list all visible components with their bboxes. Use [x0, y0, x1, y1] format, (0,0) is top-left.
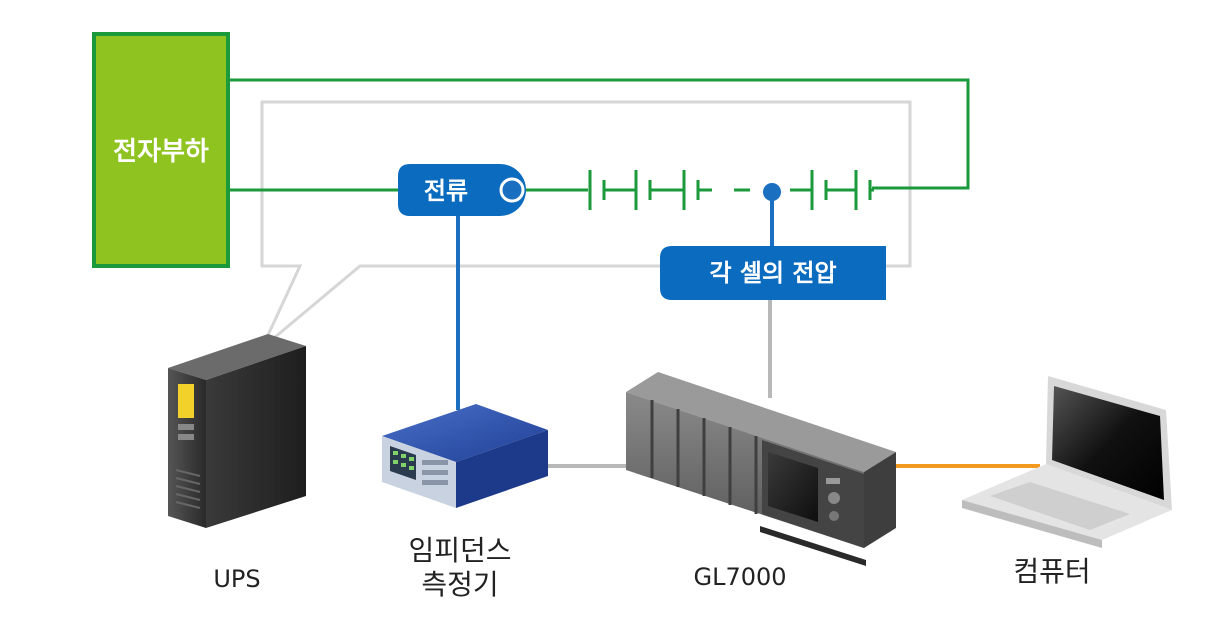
cell-voltage-label-box — [660, 246, 886, 300]
current-label: 전류 — [424, 177, 468, 205]
laptop-icon — [962, 376, 1172, 548]
impedance-meter-icon — [382, 404, 548, 508]
computer-label: 컴퓨터 — [1013, 555, 1090, 588]
battery-cells — [588, 170, 874, 210]
voltage-probe-dot — [763, 183, 781, 201]
load-top-wire — [228, 78, 970, 190]
ups-label: UPS — [213, 565, 260, 593]
current-probe-dot — [499, 177, 525, 203]
ups-tower-icon — [168, 334, 306, 528]
cell-voltage-label: 각 셀의 전압 — [709, 259, 836, 287]
current-label-box — [398, 164, 526, 216]
impedance-meter-label: 임피던스 측정기 — [408, 534, 512, 601]
callout-outline — [260, 100, 912, 350]
gl7000-logger-icon — [626, 372, 896, 566]
gl7000-label: GL7000 — [693, 563, 786, 591]
electronic-load-box — [92, 32, 230, 268]
electronic-load-label: 전자부하 — [113, 137, 209, 167]
